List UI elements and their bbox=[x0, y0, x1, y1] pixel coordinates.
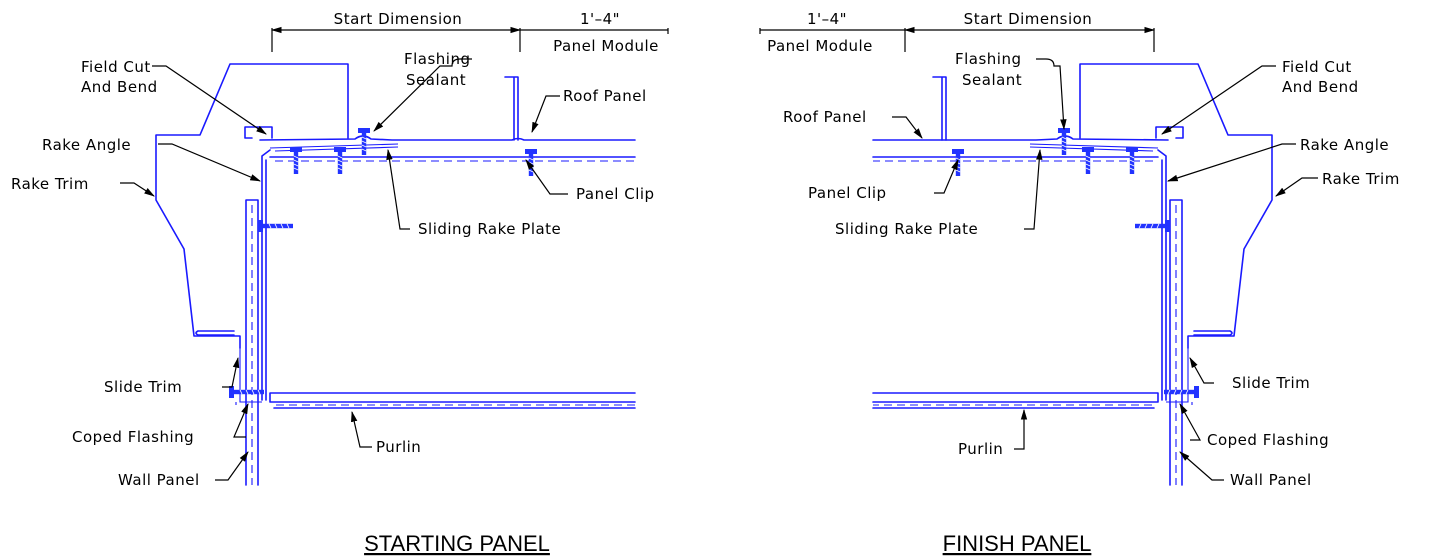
sliding-rake-plate-label: Sliding Rake Plate bbox=[835, 220, 978, 238]
finish-leaders bbox=[892, 58, 1318, 481]
finish-panel-title: FINISH PANEL bbox=[943, 531, 1092, 556]
and-bend-label: And Bend bbox=[1282, 78, 1359, 96]
rake-trim-shape bbox=[155, 63, 349, 349]
coped-flashing-label: Coped Flashing bbox=[1207, 431, 1329, 449]
tek-screw-icon bbox=[1134, 219, 1171, 233]
coped-flashing-shape bbox=[1166, 348, 1193, 405]
start-dimension-label: Start Dimension bbox=[334, 10, 463, 28]
start-leaders bbox=[120, 58, 568, 481]
roof-panel-sheet bbox=[872, 135, 1169, 141]
flashing-label: Flashing bbox=[955, 50, 1022, 68]
tek-screw-icon bbox=[951, 148, 965, 177]
start-dimension-label: Start Dimension bbox=[964, 10, 1093, 28]
panel-module-value: 1'–4" bbox=[580, 10, 620, 28]
field-cut-label: Field Cut bbox=[1282, 58, 1352, 76]
tek-screw-icon bbox=[357, 127, 371, 156]
flashing-label: Flashing bbox=[404, 50, 471, 68]
finish-geometry bbox=[872, 63, 1273, 486]
coped-flashing-shape bbox=[235, 348, 262, 405]
wall-panel-shape bbox=[1169, 199, 1183, 486]
purlin-bottom bbox=[269, 392, 636, 409]
sealant-label: Sealant bbox=[962, 71, 1022, 89]
start-geometry bbox=[155, 63, 636, 486]
coped-flashing-label: Coped Flashing bbox=[72, 428, 194, 446]
slide-trim-label: Slide Trim bbox=[104, 378, 182, 396]
sliding-rake-plate-label: Sliding Rake Plate bbox=[418, 220, 561, 238]
wall-panel-label: Wall Panel bbox=[118, 471, 200, 489]
panel-clip-label: Panel Clip bbox=[808, 184, 887, 202]
panel-module-label: Panel Module bbox=[767, 37, 873, 55]
roof-panel-label: Roof Panel bbox=[783, 108, 867, 126]
starting-panel-title: STARTING PANEL bbox=[364, 531, 550, 556]
panel-module-value: 1'–4" bbox=[807, 10, 847, 28]
rake-angle-label: Rake Angle bbox=[42, 136, 131, 154]
roof-panel-label: Roof Panel bbox=[563, 87, 647, 105]
rake-trim-label: Rake Trim bbox=[1322, 170, 1400, 188]
wall-panel-label: Wall Panel bbox=[1230, 471, 1312, 489]
finish-panel-detail: 1'–4" Panel Module Start Dimension Field… bbox=[759, 10, 1400, 556]
field-cut-label: Field Cut bbox=[81, 58, 151, 76]
start-dimensions bbox=[270, 26, 669, 52]
starting-panel-detail: Start Dimension 1'–4" Panel Module Field… bbox=[11, 10, 669, 556]
roof-panel-rib bbox=[932, 76, 947, 141]
tek-screw-icon bbox=[524, 148, 538, 177]
panel-clip-label: Panel Clip bbox=[576, 185, 655, 203]
rake-angle-shape bbox=[261, 149, 271, 401]
rake-angle-label: Rake Angle bbox=[1300, 136, 1389, 154]
roof-panel-rib bbox=[504, 76, 519, 141]
sealant-label: Sealant bbox=[406, 71, 466, 89]
tek-screw-icon bbox=[257, 219, 294, 233]
finish-dimensions bbox=[759, 26, 1156, 52]
rake-angle-shape bbox=[1157, 149, 1167, 401]
slide-trim-shape bbox=[195, 330, 235, 336]
slide-trim-shape bbox=[1193, 330, 1233, 336]
purlin-label: Purlin bbox=[958, 440, 1003, 458]
rake-trim-label: Rake Trim bbox=[11, 175, 89, 193]
slide-trim-label: Slide Trim bbox=[1232, 374, 1310, 392]
purlin-label: Purlin bbox=[376, 438, 421, 456]
panel-module-label: Panel Module bbox=[553, 37, 659, 55]
roof-panel-sheet bbox=[259, 135, 636, 141]
tek-screw-icon bbox=[1057, 127, 1071, 156]
rake-trim-shape bbox=[1079, 63, 1273, 349]
and-bend-label: And Bend bbox=[81, 78, 158, 96]
purlin-bottom bbox=[872, 392, 1159, 409]
